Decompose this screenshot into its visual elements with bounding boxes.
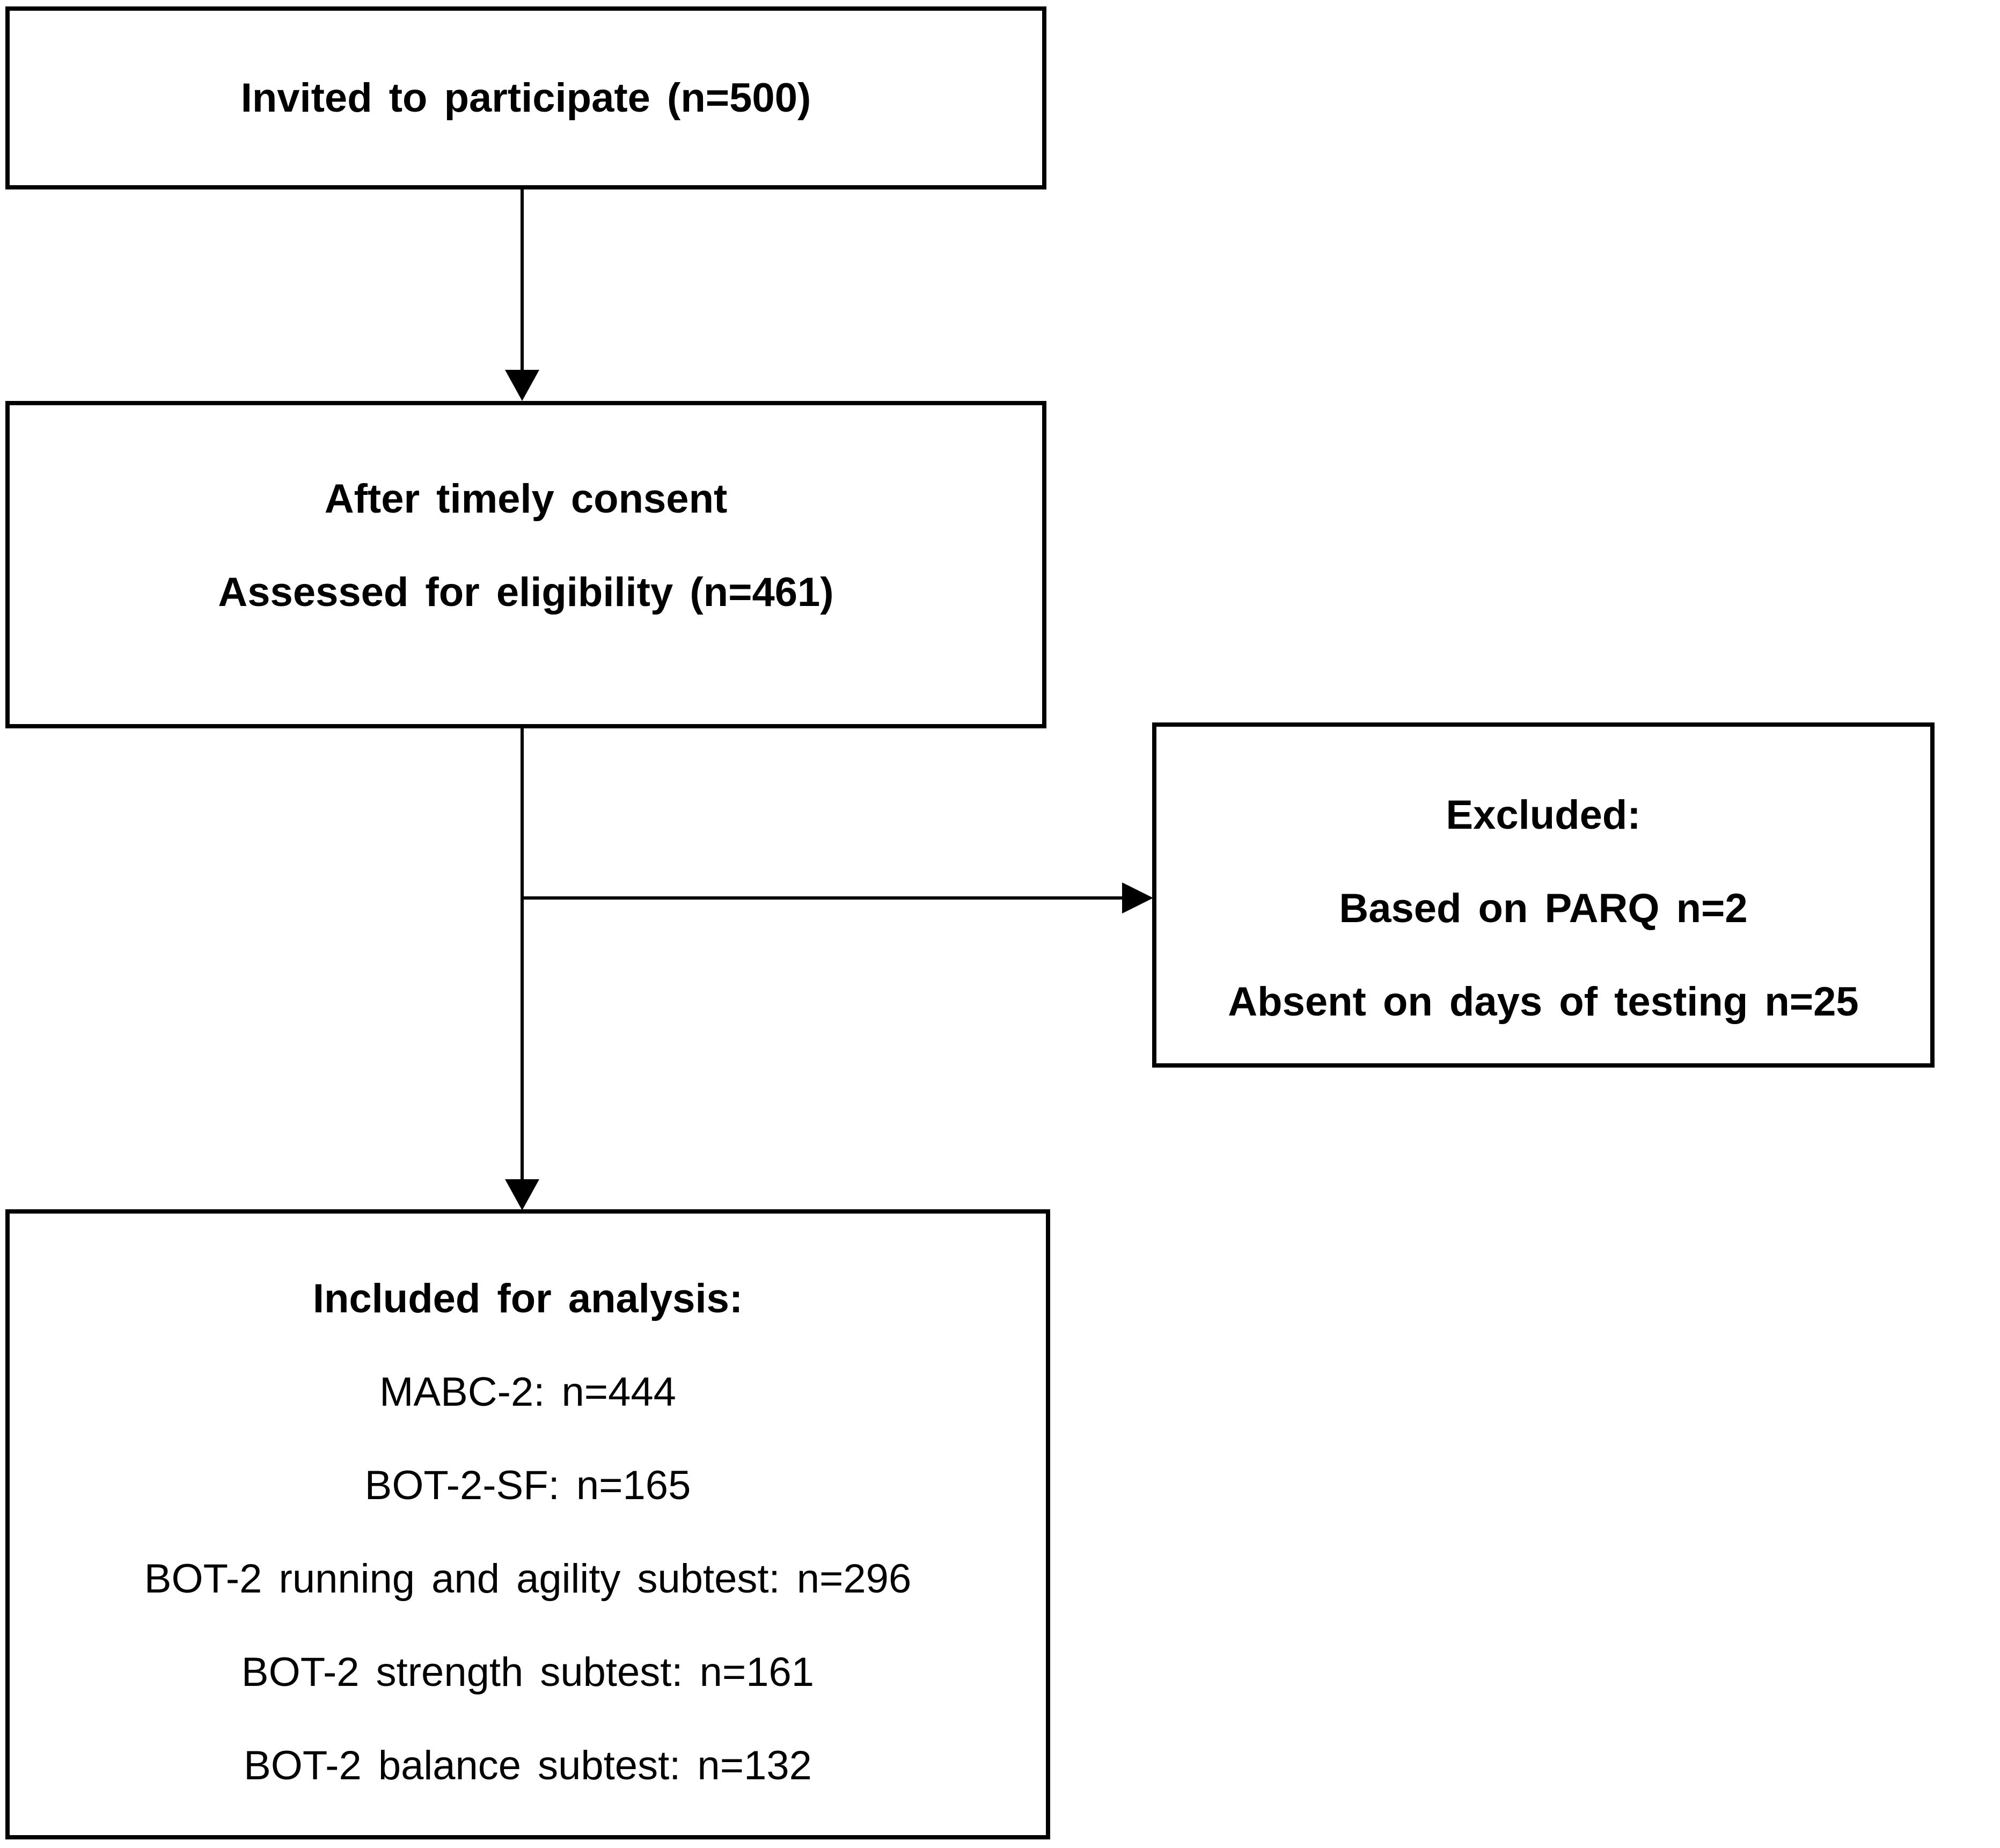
included-item-bot2-strength: BOT-2 strength subtest: n=161 bbox=[241, 1649, 815, 1695]
invited-text: Invited to participate (n=500) bbox=[240, 75, 811, 121]
excluded-box: Excluded: Based on PARQ n=2 Absent on da… bbox=[1152, 722, 1935, 1068]
connector-invited-to-consent bbox=[521, 189, 524, 375]
consent-text-line1: After timely consent bbox=[324, 476, 728, 522]
arrowhead-down-consent bbox=[505, 370, 539, 401]
included-item-bot2-balance: BOT-2 balance subtest: n=132 bbox=[244, 1743, 812, 1788]
connector-consent-to-included bbox=[521, 728, 524, 1182]
consent-box: After timely consent Assessed for eligib… bbox=[5, 401, 1046, 728]
consent-text-line2: Assessed for eligibility (n=461) bbox=[218, 569, 834, 615]
included-item-bot2-running-agility: BOT-2 running and agility subtest: n=296 bbox=[144, 1556, 912, 1602]
included-box: Included for analysis: MABC-2: n=444 BOT… bbox=[5, 1209, 1050, 1839]
arrowhead-down-included bbox=[505, 1179, 539, 1210]
invited-box: Invited to participate (n=500) bbox=[5, 6, 1046, 189]
included-title: Included for analysis: bbox=[312, 1276, 743, 1321]
connector-consent-to-excluded bbox=[521, 896, 1124, 900]
excluded-title: Excluded: bbox=[1446, 792, 1641, 838]
arrowhead-right-excluded bbox=[1122, 882, 1153, 914]
excluded-reason-parq: Based on PARQ n=2 bbox=[1339, 885, 1748, 931]
excluded-reason-absent: Absent on days of testing n=25 bbox=[1228, 978, 1859, 1025]
included-item-bot2sf: BOT-2-SF: n=165 bbox=[364, 1463, 691, 1508]
included-item-mabc2: MABC-2: n=444 bbox=[379, 1369, 676, 1415]
